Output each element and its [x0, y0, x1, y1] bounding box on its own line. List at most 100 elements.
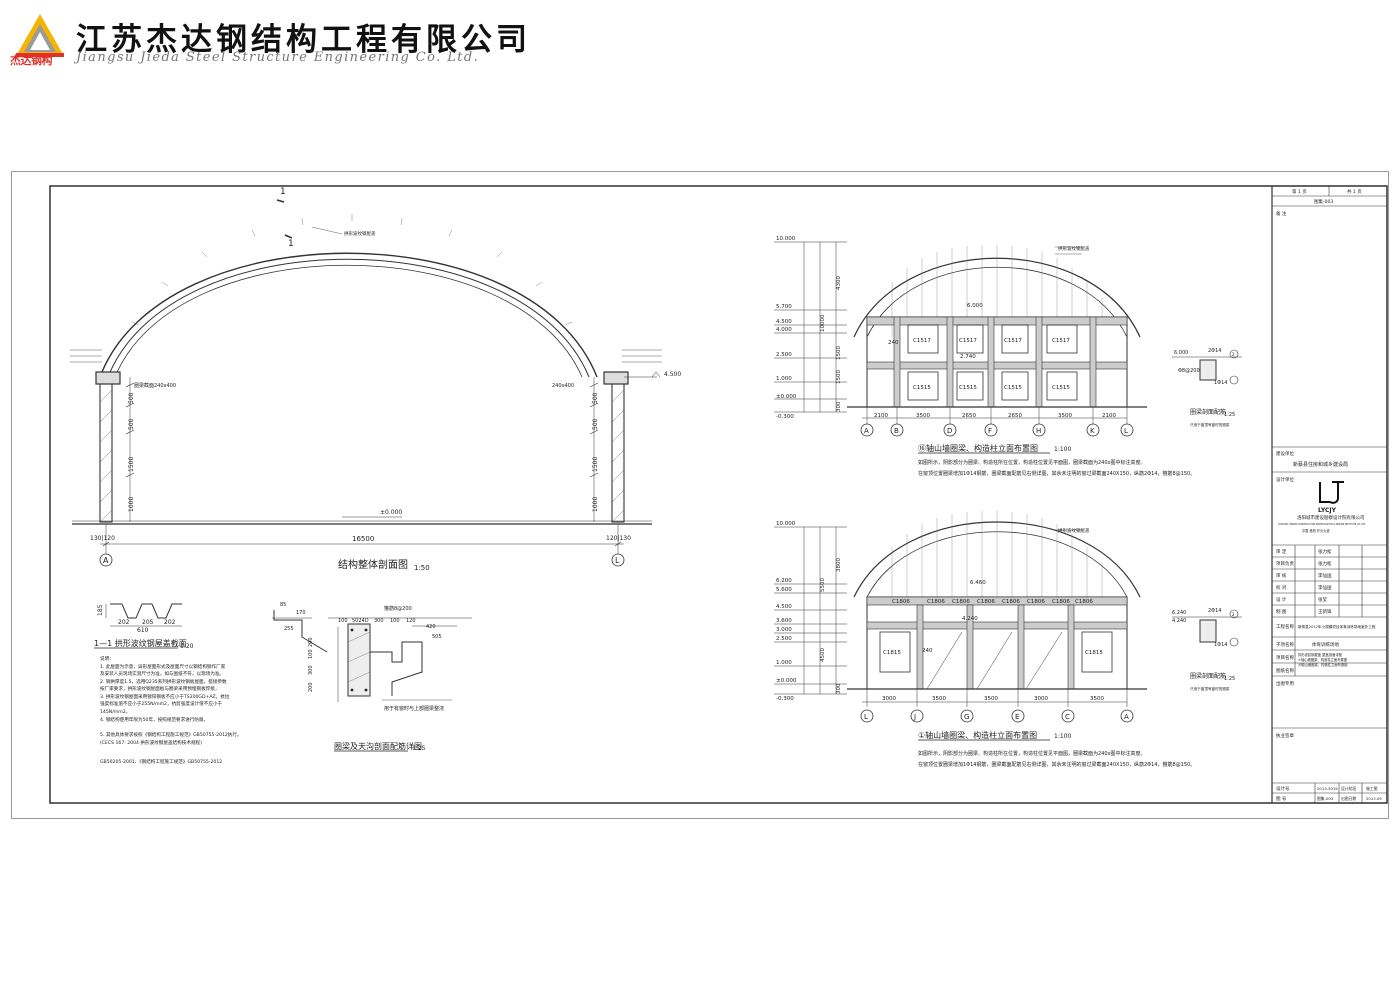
axis-right: L	[615, 556, 620, 565]
rb-vdim-1: 200	[308, 682, 314, 692]
top-level: 4.500	[664, 371, 681, 378]
et-win-3: C1517	[1004, 338, 1022, 344]
bd1-title: 圈梁剖面配筋	[1190, 408, 1226, 416]
et-title: ⑯轴山墙圈梁、构造柱立面布置图	[918, 443, 1038, 453]
tb-role-5-name: 张莹	[1318, 596, 1327, 603]
tb-stamp-label: 执业签章	[1276, 732, 1294, 739]
et-axis-F: F	[988, 427, 992, 435]
sec11-dim-3: 202	[164, 619, 176, 626]
et-axis-A: A	[864, 427, 869, 435]
eb-roof-note: 拱形波纹钢屋盖	[1058, 527, 1090, 534]
eb-note-1: 如图所示，阴影部分为圈梁、构造柱所在位置，构造柱位置见平面图，圈梁截面为240x…	[918, 750, 1146, 757]
company-name-en: Jiangsu Jieda Steel Structure Engineerin…	[76, 50, 480, 65]
note-line: 按厂家要求，拱形波纹钢屋面板与圈梁采用预埋钢板焊接，	[100, 685, 219, 692]
vdim-2: 1500	[128, 457, 135, 472]
eb-win-7: C1806	[1052, 599, 1070, 605]
eb-win-5: C1806	[1002, 599, 1020, 605]
tb-subproject-label: 子项名称	[1276, 641, 1294, 648]
note-line: 3. 拱形波纹钢屋面采用镀锌钢板不应小于TS300GD+AZ，抗拉	[100, 693, 230, 700]
bd1-note: 只用于窗顶有窗时的圈梁	[1190, 422, 1230, 427]
tb-designer-name-en: LUOYANG URBAN CONSTRUCTION INVESTIGATION…	[1278, 523, 1366, 526]
main-section	[70, 199, 662, 567]
et-axis-K: K	[1090, 427, 1095, 435]
bd1-rebar1: 2Φ14	[1208, 348, 1221, 354]
tb-stage-label: 设计阶段	[1341, 786, 1356, 791]
tb-project: 新蔡县2012年小规模项目体育训练场地室外工程	[1298, 624, 1376, 629]
bd1-scale: 1:25	[1224, 412, 1235, 418]
eb-level-label: 6.460	[970, 580, 986, 586]
et-roof-note: 拱形波纹钢屋盖	[1058, 245, 1090, 252]
et-vdim-5: 300	[836, 401, 842, 412]
title-block-text: 第 1 页 共 1 页 图集-003 备 注 建设单位 新蔡县住房和城乡建设局 …	[1276, 188, 1382, 802]
bd1-rebar3: 1Φ14	[1214, 380, 1227, 386]
note-line: 说明：	[100, 655, 114, 662]
tb-drawing-no: 图集-003	[1317, 796, 1334, 801]
tb-client-label: 建设单位	[1276, 450, 1294, 457]
eb-level-2: 6.200	[776, 578, 792, 584]
et-win-6: C1515	[959, 385, 977, 391]
beam-detail-2	[1172, 609, 1242, 647]
eb-vdim-2: 5500	[820, 578, 826, 592]
eb-axis-5: C	[1065, 713, 1070, 721]
rb-top-5: 120	[406, 618, 416, 624]
vdim-r4: 500	[592, 392, 599, 404]
et-240: 240	[888, 340, 899, 346]
rb-top-3: 300	[374, 618, 384, 624]
eb-axis-2: J	[913, 713, 916, 721]
eb-level-5: 3.600	[776, 618, 792, 624]
eb-span-4: 3000	[1034, 696, 1048, 702]
sec11-height: 185	[97, 604, 104, 616]
tb-design-no-label: 设计号	[1276, 785, 1290, 792]
company-header: 杰达钢构 江苏杰达钢结构工程有限公司 Jiangsu Jieda Steel S…	[0, 0, 1400, 80]
title-block	[1271, 186, 1387, 803]
eb-level-3: 5.600	[776, 587, 792, 593]
eb-title: ①轴山墙圈梁、构造柱立面布置图	[918, 730, 1037, 740]
et-axis-B: B	[894, 427, 899, 435]
et-span-6: 2100	[1102, 413, 1116, 419]
vdim-r3: 500	[592, 418, 599, 430]
tb-date: 2013.09	[1366, 796, 1382, 801]
et-win-5: C1515	[913, 385, 931, 391]
eb-axis-1: L	[864, 713, 868, 721]
eb-level-8: 1.000	[776, 660, 792, 666]
tb-designer-name: 洛阳城市建设勘察设计院有限公司	[1297, 514, 1365, 521]
et-level-1: 10.000	[776, 236, 796, 242]
main-section-text: 1 1 拱形波纹钢屋盖 圈梁截面240x400 240x400 4.500 ±0…	[90, 187, 681, 572]
eb-win-1: C1806	[892, 599, 910, 605]
et-span-4: 2650	[1008, 413, 1022, 419]
eb-span-2: 3500	[932, 696, 946, 702]
arch-note: 拱形波纹钢屋盖	[344, 230, 376, 237]
tb-item-3: ⑯轴山墙圈梁、构造柱立面布置图	[1298, 662, 1348, 667]
tb-role-6-label: 制 图	[1276, 608, 1287, 615]
eb-win-2: C1806	[927, 599, 945, 605]
tb-role-1-name: 张力松	[1318, 548, 1332, 555]
axis-left: A	[103, 556, 109, 565]
tb-drawing-no-label: 图 号	[1276, 796, 1287, 802]
beam-label-left: 圈梁截面240x400	[134, 382, 176, 389]
section-1-1	[105, 603, 182, 627]
eb-axis-6: A	[1124, 713, 1129, 721]
bd2-note: 只用于窗顶有窗时的圈梁	[1190, 686, 1230, 691]
et-span-5: 3500	[1058, 413, 1072, 419]
notes: 说明： 1. 此屋面为示意，异形屋面形式及屋面尺寸以钢结构钢作厂家 及安装人员现…	[100, 655, 242, 765]
rb-vdim-4: 200	[308, 637, 314, 647]
bd2-level: 6.240	[1172, 610, 1186, 616]
right-dims: 120|130	[606, 535, 631, 542]
eb-level-label2: 4.240	[962, 616, 978, 622]
et-level-3: 4.500	[776, 319, 792, 325]
et-level-2: 5.700	[776, 304, 792, 310]
tb-role-2-label: 项目负责	[1276, 560, 1294, 567]
et-level-label: 6.000	[967, 303, 983, 309]
eb-vdim-1: 3800	[836, 558, 842, 572]
bd2-title: 圈梁剖面配筋	[1190, 672, 1226, 680]
tb-item-label: 项目名称	[1276, 654, 1294, 661]
tb-designer-logo: LYCJY	[1318, 507, 1337, 514]
tb-subproject: 体育训练场地	[1312, 641, 1339, 648]
logo-text: 杰达钢构	[10, 54, 53, 67]
company-logo-icon	[16, 14, 64, 57]
eb-level-7: 2.500	[776, 636, 792, 642]
tb-item-1: 拱形波纹钢屋盖 屋盖剖面详图	[1298, 652, 1343, 657]
bd2-scale: 1:25	[1224, 676, 1235, 682]
tb-item-2: ①轴山墙圈梁、构造柱立面布置图	[1298, 657, 1348, 662]
rb-scale: 1:25	[412, 745, 426, 752]
